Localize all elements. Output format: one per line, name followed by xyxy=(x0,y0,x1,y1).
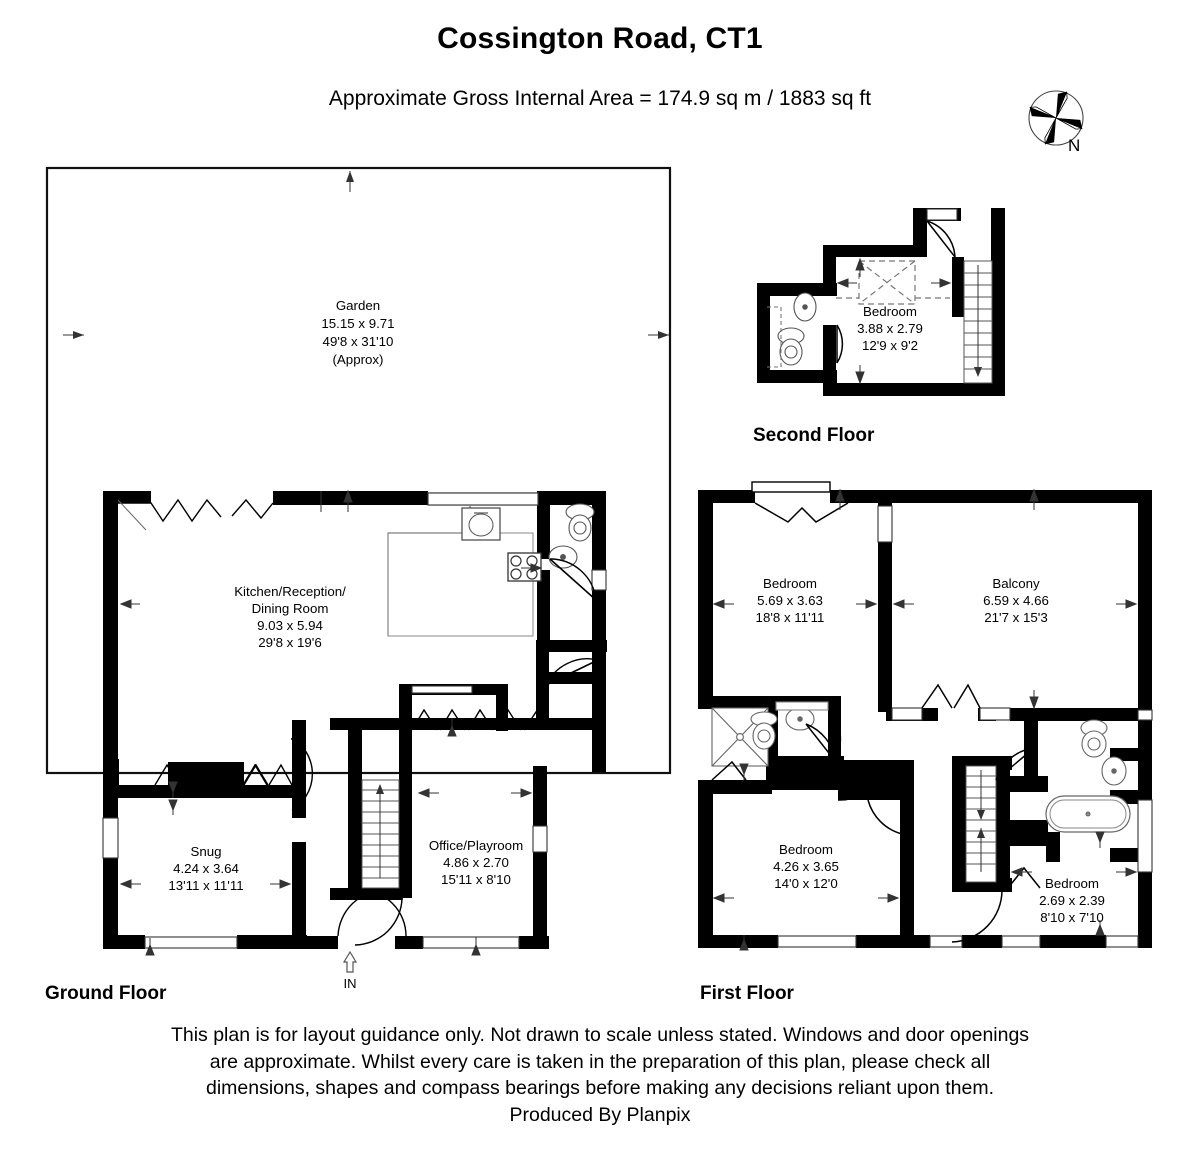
first-floor-plan: Bedroom 5.69 x 3.63 18'8 x 11'11 Balcony… xyxy=(698,481,1153,951)
snug-name: Snug xyxy=(190,844,221,859)
producer-credit: Produced By Planpix xyxy=(509,1103,691,1126)
second-floor-ensuite-fixtures xyxy=(767,292,817,368)
ff-bedroom3-label: Bedroom 2.69 x 2.39 8'10 x 7'10 xyxy=(1039,876,1105,925)
second-floor-plan: Bedroom 3.88 x 2.79 12'9 x 9'2 xyxy=(757,208,1005,396)
kitchen-name-line1: Kitchen/Reception/ xyxy=(234,584,346,599)
snug-imperial: 13'11 x 11'11 xyxy=(168,878,243,893)
ground-floor-doors xyxy=(117,498,599,946)
office-playroom-label: Office/Playroom 4.86 x 2.70 15'11 x 8'10 xyxy=(429,838,523,887)
second-floor-bedroom-label: Bedroom 3.88 x 2.79 12'9 x 9'2 xyxy=(857,304,923,353)
office-name: Office/Playroom xyxy=(429,838,523,853)
ground-floor-staircase xyxy=(361,779,400,889)
snug-label: Snug 4.24 x 3.64 13'11 x 11'11 xyxy=(168,844,243,893)
sf-bedroom-imperial: 12'9 x 9'2 xyxy=(862,338,918,353)
wc-fixtures xyxy=(548,503,595,569)
kitchen-name-line2: Dining Room xyxy=(252,601,329,616)
ground-floor-plan: Garden 15.15 x 9.71 49'8 x 31'10 (Approx… xyxy=(45,166,672,991)
office-imperial: 15'11 x 8'10 xyxy=(441,872,511,887)
second-floor-staircase xyxy=(963,260,993,384)
first-floor-doors xyxy=(711,723,1041,943)
ff-bedroom3-metric: 2.69 x 2.39 xyxy=(1039,893,1105,908)
compass-rose: N xyxy=(1016,86,1112,162)
entrance-label: IN xyxy=(344,976,357,991)
ff-bedroom2-metric: 4.26 x 3.65 xyxy=(773,859,839,874)
ff-bedroom1-label: Bedroom 5.69 x 3.63 18'8 x 11'11 xyxy=(756,576,825,625)
first-floor-staircase xyxy=(965,765,997,883)
first-floor-bathroom-fixtures xyxy=(711,701,829,767)
page-title: Cossington Road, CT1 xyxy=(437,22,763,55)
second-floor-caption: Second Floor xyxy=(753,425,875,446)
second-floor-windows xyxy=(926,208,958,221)
garden-note: (Approx) xyxy=(333,352,384,367)
ff-bedroom3-imperial: 8'10 x 7'10 xyxy=(1040,910,1104,925)
sf-bedroom-metric: 3.88 x 2.79 xyxy=(857,321,923,336)
balcony-doors xyxy=(921,683,981,709)
ff-bedroom3-name: Bedroom xyxy=(1045,876,1099,891)
first-floor-windows xyxy=(777,505,1153,948)
garden-name: Garden xyxy=(336,298,380,313)
compass-north-label: N xyxy=(1068,136,1081,155)
ff-bedroom1-name: Bedroom xyxy=(763,576,817,591)
ff-bedroom2-label: Bedroom 4.26 x 3.65 14'0 x 12'0 xyxy=(773,842,839,891)
ff-bedroom2-imperial: 14'0 x 12'0 xyxy=(774,876,838,891)
disclaimer-line-2: are approximate. Whilst every care is ta… xyxy=(209,1050,991,1073)
ff-balcony-label: Balcony 6.59 x 4.66 21'7 x 15'3 xyxy=(983,576,1049,625)
entrance-indicator: IN xyxy=(342,950,358,991)
ground-dimension-arrows xyxy=(119,489,543,956)
first-floor-caption: First Floor xyxy=(700,983,794,1004)
ff-balcony-metric: 6.59 x 4.66 xyxy=(983,593,1049,608)
second-floor-dashed-area xyxy=(836,260,950,305)
ground-floor-caption: Ground Floor xyxy=(45,983,167,1004)
ff-bedroom2-name: Bedroom xyxy=(779,842,833,857)
ff-balcony-name: Balcony xyxy=(992,576,1040,591)
garden-metric: 15.15 x 9.71 xyxy=(321,316,394,331)
ground-floor-windows xyxy=(102,492,607,949)
garden-label: Garden 15.15 x 9.71 49'8 x 31'10 (Approx… xyxy=(321,298,394,367)
second-floor-walls xyxy=(757,208,1005,396)
kitchen-fixtures xyxy=(387,492,542,637)
bay-window-left-bedroom xyxy=(751,481,849,523)
kitchen-metric: 9.03 x 5.94 xyxy=(257,618,323,633)
second-floor-doors xyxy=(836,220,956,364)
garden-imperial: 49'8 x 31'10 xyxy=(323,334,394,349)
disclaimer-block: This plan is for layout guidance only. N… xyxy=(100,1022,1100,1128)
compass-rose-icon xyxy=(1028,90,1084,146)
snug-metric: 4.24 x 3.64 xyxy=(173,861,239,876)
office-metric: 4.86 x 2.70 xyxy=(443,855,509,870)
first-floor-ensuite-fixtures xyxy=(1045,719,1131,833)
first-floor-walls xyxy=(698,490,1152,948)
ff-balcony-imperial: 21'7 x 15'3 xyxy=(984,610,1048,625)
garden-dimension-arrows xyxy=(63,171,669,339)
second-floor-dimension-arrows xyxy=(836,257,952,385)
disclaimer-line-1: This plan is for layout guidance only. N… xyxy=(170,1024,1030,1046)
ff-bedroom1-imperial: 18'8 x 11'11 xyxy=(756,610,825,625)
sf-bedroom-name: Bedroom xyxy=(863,304,917,319)
ff-bedroom1-metric: 5.69 x 3.63 xyxy=(757,593,823,608)
page-subtitle: Approximate Gross Internal Area = 174.9 … xyxy=(328,87,872,110)
kitchen-imperial: 29'8 x 19'6 xyxy=(258,635,322,650)
disclaimer-line-3: dimensions, shapes and compass bearings … xyxy=(205,1077,995,1099)
kitchen-reception-label: Kitchen/Reception/ Dining Room 9.03 x 5.… xyxy=(234,584,346,650)
first-floor-dimension-arrows xyxy=(712,488,1138,951)
